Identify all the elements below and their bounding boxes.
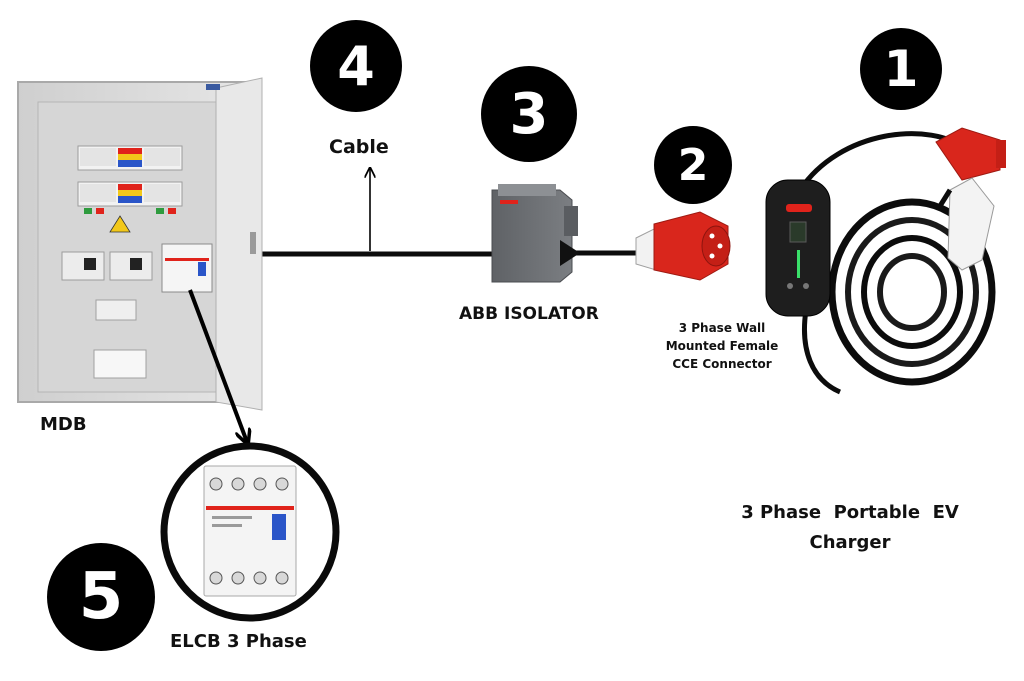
isolator-label: ABB ISOLATOR bbox=[459, 304, 599, 324]
cce-female-socket-icon bbox=[635, 211, 731, 281]
elcb-pointer-arrow bbox=[188, 289, 247, 442]
badge-5: 5 bbox=[47, 543, 155, 651]
cable-label: Cable bbox=[329, 136, 389, 158]
badge-2: 2 bbox=[654, 126, 732, 204]
badge-3: 3 bbox=[481, 66, 577, 162]
abb-isolator-icon bbox=[491, 184, 580, 283]
mdb-label: MDB bbox=[40, 414, 87, 435]
badge-4: 4 bbox=[310, 20, 402, 112]
main-cable bbox=[262, 250, 640, 257]
badge-1: 1 bbox=[860, 28, 942, 110]
charger-label-line1: 3 Phase Portable EV bbox=[741, 502, 959, 523]
type2-connector-icon bbox=[947, 177, 995, 271]
charger-label-line2: Charger bbox=[809, 532, 891, 553]
connector-label-line2: Mounted Female bbox=[665, 339, 779, 353]
elcb-label: ELCB 3 Phase bbox=[170, 631, 307, 652]
mdb-panel-icon bbox=[17, 77, 263, 411]
ev-charger-icon bbox=[765, 127, 1006, 395]
connector-label-line1: 3 Phase Wall bbox=[678, 321, 766, 335]
connector-label-line3: CCE Connector bbox=[672, 357, 772, 371]
charger-label: 3 Phase Portable EV Charger bbox=[715, 498, 985, 558]
connector-label: 3 Phase Wall Mounted Female CCE Connecto… bbox=[664, 319, 780, 373]
elcb-breaker-icon bbox=[160, 442, 340, 622]
cce-male-plug-icon bbox=[935, 127, 1001, 181]
ev-charger-control-box-icon bbox=[765, 179, 831, 317]
